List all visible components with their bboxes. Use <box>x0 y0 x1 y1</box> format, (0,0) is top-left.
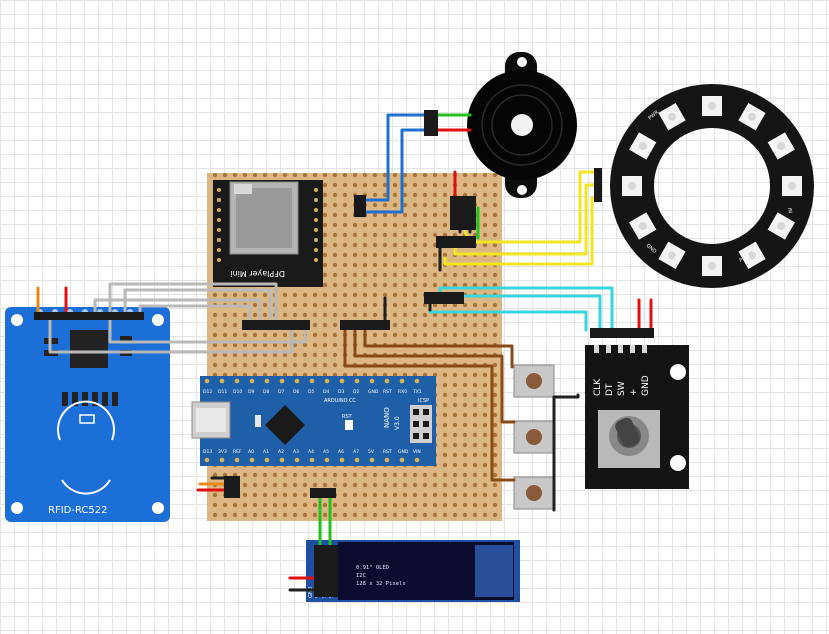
nano-icsp-label: ICSP <box>418 398 429 404</box>
ring-led-lens <box>708 102 716 110</box>
nano-top-pin-label: D8 <box>263 389 269 395</box>
ring-led-lens <box>708 262 716 270</box>
ring-led-lens <box>668 112 676 121</box>
nano-top-pin-label: GND <box>368 389 379 395</box>
oled-display: 0.91" OLED I2C 128 x 32 Pixels GNDVCCSCL… <box>306 540 520 602</box>
nano-bottom-pin-label: 3V3 <box>218 449 227 455</box>
push-buttons <box>513 364 555 510</box>
oled-line-3: 128 x 32 Pixels <box>356 581 406 587</box>
ring-led-lens <box>638 142 647 150</box>
nano-version: V3.0 <box>394 416 401 430</box>
nano-bottom-pin-label: REF <box>233 449 242 455</box>
oled-line-2: I2C <box>356 573 366 579</box>
nano-bottom-pin-label: A7 <box>353 449 359 455</box>
ring-led-lens <box>777 222 786 230</box>
nano-top-pin-label: TX1 <box>412 389 422 395</box>
dfplayer-label: DFPlayer Mini <box>230 269 285 278</box>
nano-bottom-pin-label: GND <box>398 449 409 455</box>
rfid-label: RFID-RC522 <box>48 505 107 516</box>
nano-top-pin-label: D7 <box>278 389 284 395</box>
nano-bottom-pin-label: A6 <box>338 449 344 455</box>
nano-bottom-pin-label: VIN <box>413 449 421 455</box>
nano-top-pin-label: D2 <box>353 389 359 395</box>
ring-led-lens <box>748 251 756 260</box>
nano-top-pin-label: D10 <box>233 389 242 395</box>
piezo-buzzer <box>467 52 577 198</box>
perfboard-headers <box>224 110 602 498</box>
nano-bottom-pin-label: A1 <box>263 449 269 455</box>
nano-bottom-pin-label: A2 <box>278 449 284 455</box>
ring-led-lens <box>777 142 786 150</box>
encoder-header <box>590 328 654 338</box>
ring-label-4: PWR <box>739 254 752 264</box>
nano-brand: ARDUINO.CC <box>324 398 356 404</box>
nano-top-pin-label: D9 <box>248 389 254 395</box>
encoder-pin-label: CLK <box>593 378 603 396</box>
brown-wires <box>343 325 516 482</box>
nano-bottom-pin-label: A3 <box>293 449 299 455</box>
oled-pin-label: GND <box>308 586 314 598</box>
nano-top-pin-label: D3 <box>338 389 344 395</box>
ring-led-lens <box>638 222 647 230</box>
nano-top-pin-label: D5 <box>308 389 314 395</box>
ring-label-2: IN <box>786 207 793 213</box>
nano-bottom-pin-label: A5 <box>323 449 329 455</box>
blue-wires <box>358 113 432 214</box>
ring-led-lens <box>628 182 636 190</box>
nano-top-pin-label: RST <box>383 389 392 395</box>
nano-model: NANO <box>383 407 391 428</box>
nano-bottom-pin-label: A4 <box>308 449 314 455</box>
nano-bottom-pin-label: D13 <box>203 449 212 455</box>
push-button-2 <box>513 420 555 454</box>
ring-led-lens <box>748 112 756 121</box>
nano-top-pin-label: D12 <box>203 389 212 395</box>
dfplayer-module: DFPlayer Mini <box>213 180 323 287</box>
nano-bottom-pin-label: A0 <box>248 449 254 455</box>
push-button-3 <box>513 476 555 510</box>
nano-top-pin-label: D11 <box>218 389 227 395</box>
rfid-header <box>34 312 144 320</box>
encoder-pin-label: SW <box>617 381 627 396</box>
nano-bottom-pin-label: 5V <box>368 449 375 455</box>
encoder-pin-label: GND <box>641 375 651 396</box>
rfid-module: RFID-RC522 <box>5 307 170 522</box>
oled-header <box>314 545 338 597</box>
nano-top-pin-label: D6 <box>293 389 299 395</box>
oled-line-1: 0.91" OLED <box>356 565 389 571</box>
nano-bottom-pin-label: RST <box>383 449 392 455</box>
nano-top-pin-label: D4 <box>323 389 329 395</box>
neopixel-ring: PWR IN GND PWR <box>610 84 814 288</box>
ring-led-lens <box>668 251 676 260</box>
nano-rst-label: RST <box>342 414 353 420</box>
encoder-pin-label: DT <box>605 383 615 396</box>
encoder-pin-label: + <box>629 388 639 396</box>
push-button-1 <box>513 364 555 398</box>
nano-top-pin-label: RX0 <box>398 389 407 395</box>
ring-led-lens <box>788 182 796 190</box>
